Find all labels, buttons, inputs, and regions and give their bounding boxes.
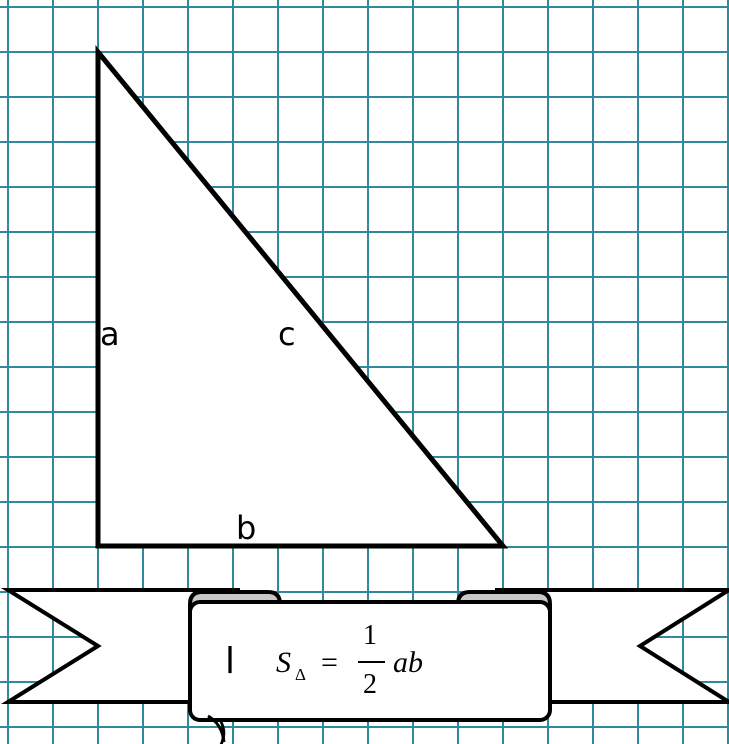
right-triangle [95, 45, 509, 549]
formula-rhs: ab [393, 646, 423, 679]
formula-denominator: 2 [363, 669, 377, 700]
banner-marker-text: l [225, 641, 235, 682]
side-c-label: c [278, 315, 296, 353]
ribbon-left-tail [0, 588, 240, 704]
formula-numerator: 1 [363, 620, 377, 651]
formula-lhs: S [276, 646, 291, 679]
formula-subscript: Δ [295, 665, 306, 684]
ribbon-banner [0, 588, 729, 743]
ribbon-bottom-curl [207, 714, 226, 743]
side-a-label: a [100, 315, 120, 353]
side-b-label: b [236, 509, 256, 547]
banner-marker-text-2: ) [215, 713, 228, 744]
formula-equals: = [321, 646, 338, 679]
area-formula: S Δ = 1 2 ab [276, 620, 423, 700]
